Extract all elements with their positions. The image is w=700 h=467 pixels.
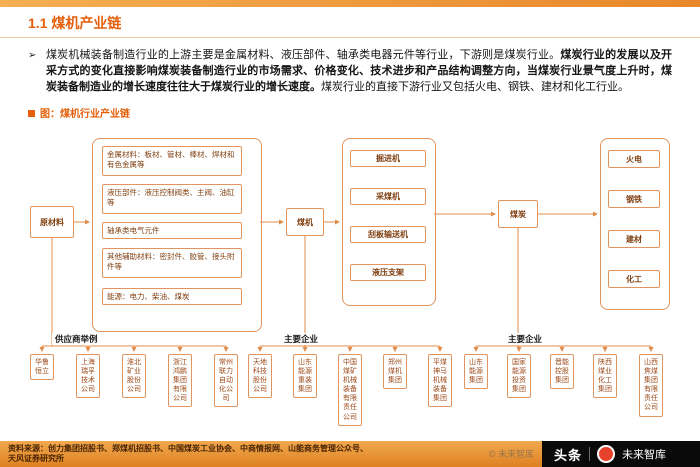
source-line-1: 资料来源：创力集团招股书、郑煤机招股书、中国煤炭工业协会、中商情报网、山能商务管… xyxy=(8,444,368,453)
material-box-metal: 金属材料：板材、管材、棒材、焊材和有色金属等 xyxy=(102,146,242,176)
page-title: 1.1 煤机产业链 xyxy=(28,15,122,31)
downstream-box-steel: 钢铁 xyxy=(608,190,660,208)
product-box-shearer: 采煤机 xyxy=(350,188,426,205)
machine-company-box: 平煤神马机械装备集团 xyxy=(428,354,452,408)
machine-bracket-lines xyxy=(257,236,443,352)
watermark-text: © 未来智库 xyxy=(488,449,534,459)
title-divider xyxy=(0,37,700,38)
supplier-company-box: 浙江鸿鹏集团有限公司 xyxy=(168,354,192,408)
machine-company-box: 郑州煤机集团 xyxy=(383,354,407,390)
coal-machine-node: 煤机 xyxy=(286,208,324,236)
supplier-group-label: 供应商举例 xyxy=(52,333,101,345)
coal-company-box: 国家能源投资集团 xyxy=(507,354,531,399)
product-box-roadheader: 掘进机 xyxy=(350,150,426,167)
toutiao-logo: 头条 xyxy=(554,447,583,463)
figure-bullet-icon xyxy=(28,110,35,117)
materials-group-frame xyxy=(92,138,262,332)
bullet-arrow-icon: ➢ xyxy=(28,50,37,61)
intro-text-normal-1: 煤炭机械装备制造行业的上游主要是金属材料、液压部件、轴承类电器元件等行业，下游则… xyxy=(46,49,561,61)
supplier-company-box: 淮北矿业股份公司 xyxy=(122,354,146,399)
machine-company-box: 天地科技股份公司 xyxy=(248,354,272,399)
coal-company-box: 山东能源集团 xyxy=(464,354,488,390)
product-box-hydraulic-support: 液压支架 xyxy=(350,264,426,281)
downstream-box-chemical: 化工 xyxy=(608,270,660,288)
supplier-company-box: 华鲁恒立 xyxy=(30,354,54,381)
top-accent-bar xyxy=(0,0,700,7)
material-box-auxiliary: 其他辅助材料：密封件、胶管、接头附件等 xyxy=(102,248,242,278)
main-chain-lines xyxy=(74,211,598,225)
account-name: 未来智库 xyxy=(622,449,667,461)
intro-text-bold: 煤炭行业的发展以及开采方式的变化直接影响煤炭装备制造行业的市场需求、价格变化、技… xyxy=(46,49,673,93)
coal-company-box: 陕西煤业化工集团 xyxy=(593,354,617,399)
coal-bracket-lines xyxy=(473,228,654,352)
supplier-company-box: 上海瑞孚技术公司 xyxy=(76,354,100,399)
product-box-scraper-conveyor: 刮板输送机 xyxy=(350,226,426,243)
machine-group-label: 主要企业 xyxy=(281,333,322,345)
downstream-group-frame xyxy=(600,138,670,310)
brand-divider xyxy=(589,447,591,461)
downstream-box-building-materials: 建材 xyxy=(608,230,660,248)
source-note: 资料来源：创力集团招股书、郑煤机招股书、中国煤炭工业协会、中商情报网、山能商务管… xyxy=(8,444,368,464)
coal-node: 煤炭 xyxy=(498,200,538,228)
products-group-frame xyxy=(342,138,436,306)
coal-group-label: 主要企业 xyxy=(505,333,546,345)
material-box-energy: 能源：电力、柴油、煤炭 xyxy=(102,288,242,305)
source-line-2: 天风证券研究所 xyxy=(8,454,64,463)
material-box-hydraulic: 液压部件：液压控制阀类、主阀、油缸等 xyxy=(102,184,242,214)
material-box-bearing-electric: 轴承类电气元件 xyxy=(102,222,242,239)
machine-company-box: 中国煤矿机械装备有限责任公司 xyxy=(338,354,362,426)
figure-caption-text: 图：煤机行业产业链 xyxy=(40,109,130,120)
supplier-company-box: 常州联力自动化公司 xyxy=(214,354,238,408)
supplier-bracket-lines xyxy=(39,238,229,352)
intro-paragraph: ➢ 煤炭机械装备制造行业的上游主要是金属材料、液压部件、轴承类电器元件等行业，下游… xyxy=(28,47,673,95)
downstream-box-thermal-power: 火电 xyxy=(608,150,660,168)
machine-company-box: 山东能源重装集团 xyxy=(293,354,317,399)
coal-company-box: 晋能控股集团 xyxy=(550,354,574,390)
raw-material-node: 原材料 xyxy=(30,206,74,238)
coal-company-box: 山西焦煤集团有限责任公司 xyxy=(639,354,663,417)
brand-badge: 头条 未来智库 xyxy=(542,441,700,467)
figure-caption: 图：煤机行业产业链 xyxy=(28,105,130,120)
intro-text-normal-2: 煤炭行业的直接下游行业又包括火电、钢铁、建材和化工行业。 xyxy=(321,81,629,93)
account-avatar-icon xyxy=(597,445,616,463)
